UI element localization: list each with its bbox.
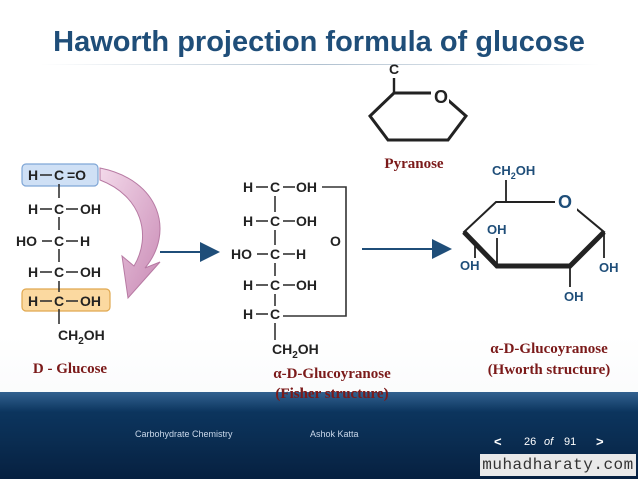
pyranose-c: C bbox=[389, 61, 399, 77]
pyr-c3-left: HO bbox=[231, 246, 252, 262]
title-underline bbox=[40, 64, 600, 65]
glucose-c2-right: OH bbox=[80, 201, 101, 217]
haworth-ring-oxygen: O bbox=[558, 192, 572, 212]
pyr-c2-center: C bbox=[270, 213, 280, 229]
prev-slide-button[interactable]: < bbox=[494, 434, 502, 449]
footer-shine bbox=[0, 392, 638, 412]
d-glucose-fisher: H C =O H C OH HO C H H C OH H C OH CH2OH bbox=[16, 163, 111, 347]
haworth-label-1: α-D-Glucoyranose bbox=[490, 341, 608, 357]
pyr-c2-left: H bbox=[243, 213, 253, 229]
glucose-c3-right: H bbox=[80, 233, 90, 249]
glucose-c5-center: C bbox=[54, 293, 64, 309]
next-slide-button[interactable]: > bbox=[596, 434, 604, 449]
glucose-c1-left: H bbox=[28, 167, 38, 183]
glucose-c6: CH2OH bbox=[58, 327, 105, 347]
chemistry-diagram: H C =O H C OH HO C H H C OH H C OH CH2OH bbox=[16, 61, 619, 361]
glucose-c3-center: C bbox=[54, 233, 64, 249]
glucopyranose-fisher: H C OH H C OH HO C H H C OH H C O CH2OH bbox=[231, 179, 347, 361]
pyr-c3-right: H bbox=[296, 246, 306, 262]
pyr-c6: CH2OH bbox=[272, 341, 319, 361]
cyclization-curve-arrow bbox=[99, 167, 161, 300]
glucose-c4-right: OH bbox=[80, 264, 101, 280]
glucose-c1-right: =O bbox=[67, 167, 86, 183]
watermark-logo: muhadharaty.com bbox=[480, 454, 636, 476]
pyranose-ring: C O bbox=[368, 61, 469, 142]
glucose-c5-left: H bbox=[28, 293, 38, 309]
d-glucose-label: D - Glucose bbox=[32, 361, 108, 377]
haworth-oh-c3: OH bbox=[487, 222, 507, 237]
pyr-ring-oxygen: O bbox=[330, 233, 341, 249]
haworth-c6: CH2OH bbox=[492, 163, 535, 181]
pyr-c1-center: C bbox=[270, 179, 280, 195]
c5-highlight bbox=[21, 288, 111, 312]
pyr-c3-center: C bbox=[270, 246, 280, 262]
aldehyde-highlight bbox=[21, 163, 99, 187]
page-of: of bbox=[544, 436, 554, 448]
pyranose-o: O bbox=[434, 87, 448, 107]
pyr-c4-left: H bbox=[243, 277, 253, 293]
pyr-c1-left: H bbox=[243, 179, 253, 195]
haworth-oh-c2: OH bbox=[564, 289, 584, 304]
pyranose-label: Pyranose bbox=[384, 156, 444, 172]
pyr-c4-right: OH bbox=[296, 277, 317, 293]
haworth-oh-c1: OH bbox=[599, 260, 619, 275]
footer-course: Carbohydrate Chemistry bbox=[135, 429, 233, 439]
haworth-structure: CH2OH O OH OH OH OH bbox=[460, 163, 619, 304]
slide-title: Haworth projection formula of glucose bbox=[53, 26, 585, 58]
glucose-c4-center: C bbox=[54, 264, 64, 280]
fisher-structure-label-2-overlay: (Fisher structure) bbox=[275, 386, 389, 402]
haworth-oh-c4: OH bbox=[460, 258, 480, 273]
glucose-c2-center: C bbox=[54, 201, 64, 217]
glucose-c5-right: OH bbox=[80, 293, 101, 309]
glucose-c3-left: HO bbox=[16, 233, 37, 249]
ring-bracket bbox=[283, 186, 347, 317]
footer-author: Ashok Katta bbox=[310, 429, 359, 439]
page-current: 26 bbox=[524, 436, 537, 448]
glucose-c1-center: C bbox=[54, 167, 64, 183]
glucose-c4-left: H bbox=[28, 264, 38, 280]
pyr-c1-right: OH bbox=[296, 179, 317, 195]
haworth-label-2: (Hworth structure) bbox=[487, 362, 611, 378]
slide-pager: < 26 of 91 > bbox=[490, 434, 610, 452]
glucose-c2-left: H bbox=[28, 201, 38, 217]
pyr-c2-right: OH bbox=[296, 213, 317, 229]
page-total: 91 bbox=[564, 436, 577, 448]
pyr-c5-center: C bbox=[270, 306, 280, 322]
pyr-c5-left: H bbox=[243, 306, 253, 322]
fisher-structure-label-1: α-D-Glucoyranose bbox=[273, 366, 391, 382]
pyr-c4-center: C bbox=[270, 277, 280, 293]
